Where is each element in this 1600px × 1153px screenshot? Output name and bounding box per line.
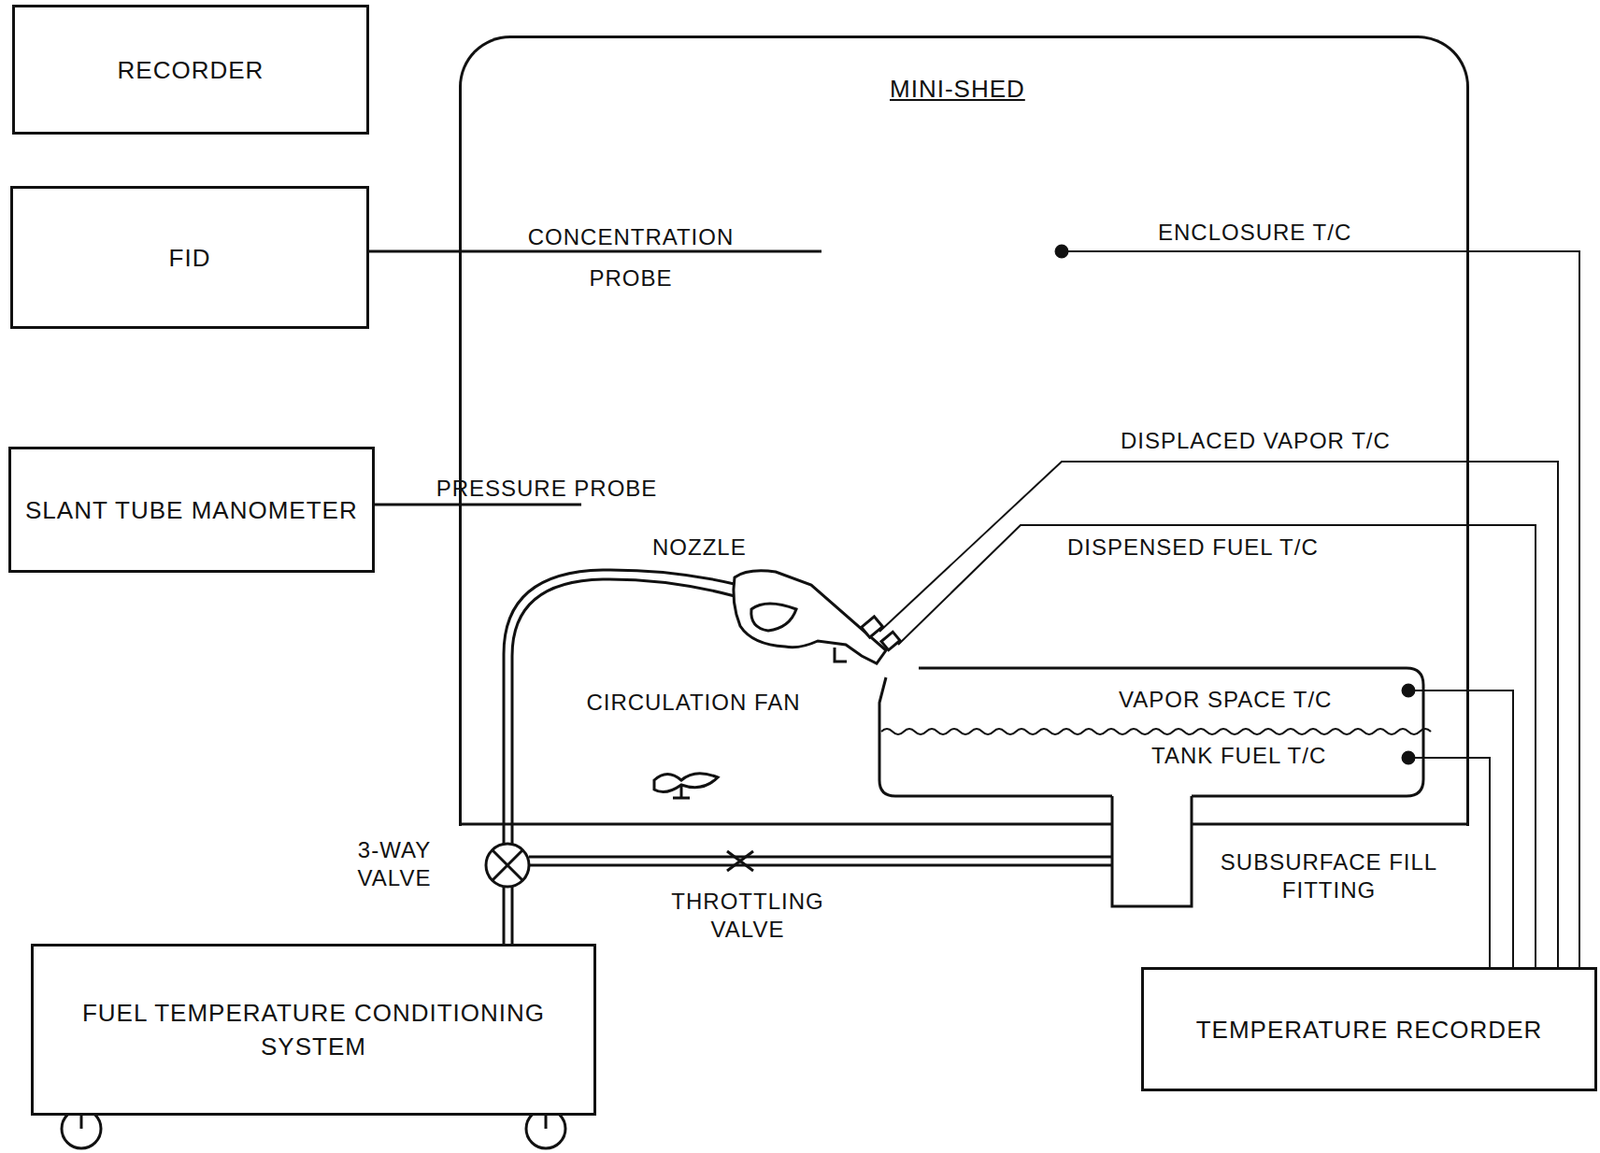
- nozzle: [733, 571, 886, 664]
- tc-wire: [1408, 690, 1514, 968]
- part-label: NOZZLE: [652, 534, 747, 561]
- throttling-valve-symbol: [727, 851, 754, 872]
- tc-wire: [898, 525, 1536, 968]
- three-way-valve: [485, 843, 529, 887]
- instrument-box: SLANT TUBE MANOMETER: [8, 446, 375, 573]
- fill-fitting: [1112, 796, 1192, 907]
- nozzle-trigger: [751, 603, 797, 631]
- part-label: THROTTLING VALVE: [654, 887, 842, 944]
- shed-floor: [1191, 823, 1470, 827]
- three-way-valve: [492, 850, 523, 881]
- three-way-valve: [492, 850, 523, 881]
- part-label: SUBSURFACE FILL FITTING: [1193, 848, 1465, 905]
- tc-wire: [1061, 251, 1580, 968]
- tc-fitting: [861, 616, 884, 638]
- part-label: CIRCULATION FAN: [581, 688, 806, 717]
- part-label: DISPENSED FUEL T/C: [1067, 534, 1319, 561]
- nozzle-spout: [834, 647, 847, 662]
- tc-wire: [879, 461, 1558, 968]
- part-label: DISPLACED VAPOR T/C: [1120, 428, 1391, 455]
- part-label: 3-WAY VALVE: [342, 836, 446, 893]
- box-label: RECORDER: [108, 53, 274, 87]
- supply-pipe: [502, 886, 506, 944]
- instrument-box: TEMPERATURE RECORDER: [1141, 967, 1598, 1092]
- part-label: CONCENTRATION PROBE: [490, 216, 772, 300]
- fill-pipe: [528, 864, 1113, 868]
- probe-line: [369, 250, 461, 254]
- instrument-box: FID: [10, 185, 370, 329]
- probe-line: [374, 503, 461, 507]
- box-label: FID: [159, 241, 221, 275]
- part-label: VAPOR SPACE T/C: [1118, 686, 1332, 714]
- supply-pipe: [511, 886, 515, 944]
- box-label: TEMPERATURE RECORDER: [1186, 1013, 1553, 1047]
- circulation-fan: [672, 785, 690, 799]
- conditioning-cart: FUEL TEMPERATURE CONDITIONING SYSTEM: [30, 943, 597, 1116]
- circulation-fan: [654, 773, 718, 793]
- fuel-level: [881, 728, 1431, 735]
- instrument-box: RECORDER: [12, 4, 370, 135]
- box-label: FUEL TEMPERATURE CONDITIONING SYSTEM: [33, 996, 594, 1064]
- shed-floor: [458, 823, 1113, 827]
- concentration-probe: [458, 250, 822, 254]
- throttling-valve-symbol: [727, 851, 754, 872]
- cart-wheel: [81, 1115, 546, 1129]
- part-label: PRESSURE PROBE: [434, 462, 659, 515]
- part-label: ENCLOSURE T/C: [1157, 219, 1352, 246]
- enclosure-title: MINI-SHED: [880, 71, 1035, 106]
- tc-fitting: [881, 631, 900, 650]
- box-label: SLANT TUBE MANOMETER: [15, 493, 368, 528]
- fill-pipe: [528, 856, 1113, 859]
- part-label: TANK FUEL T/C: [1151, 742, 1327, 770]
- pressure-probe: [458, 503, 582, 507]
